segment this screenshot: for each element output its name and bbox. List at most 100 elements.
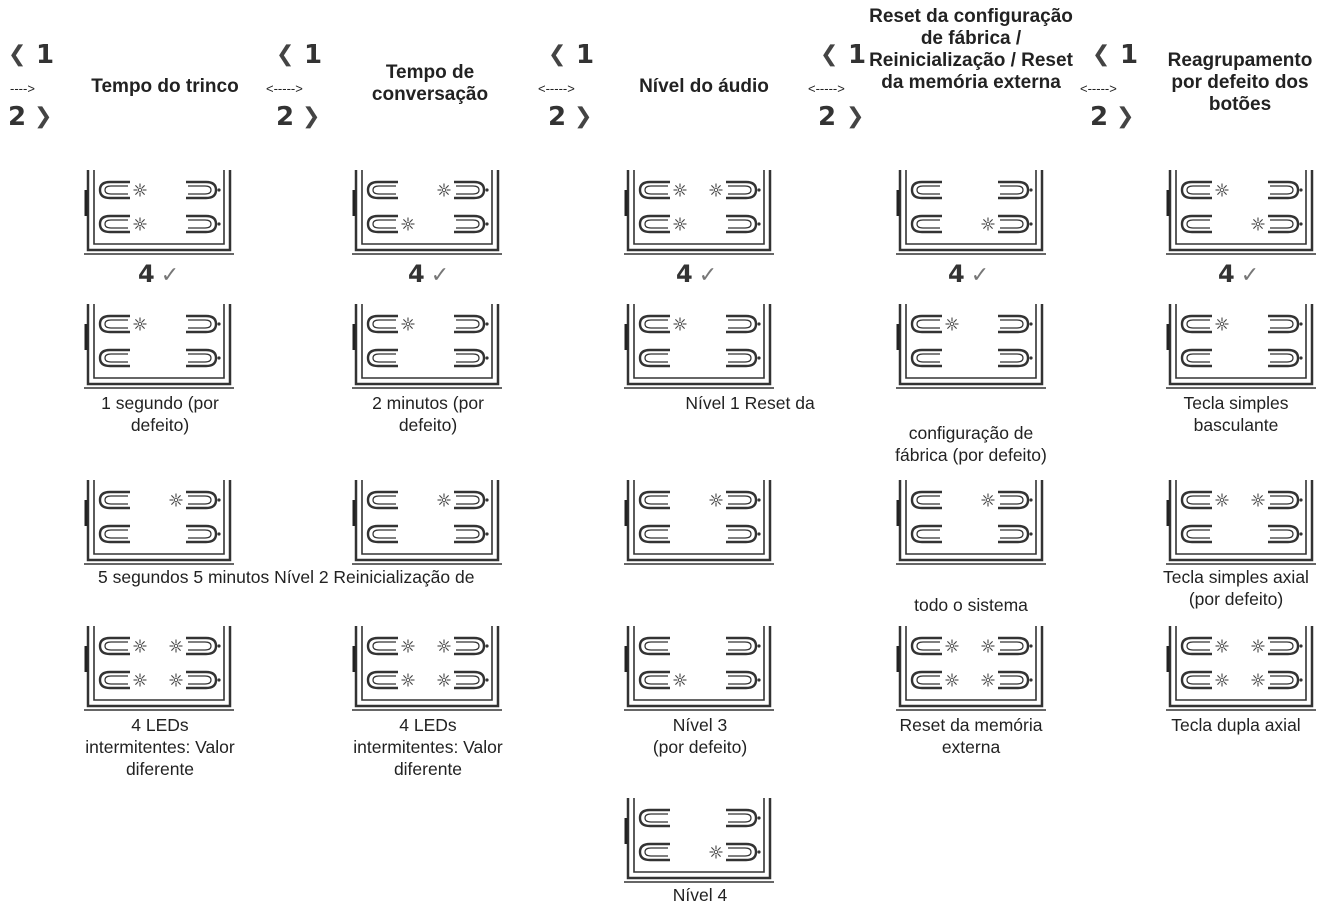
column-header-tempo-trinco: Tempo do trinco [91,76,239,97]
keypad-panel [352,170,502,255]
option-label: 4 LEDs [131,715,189,735]
chevron-left-icon: ❮ [1092,42,1111,67]
key-button-icon [998,348,1030,368]
led-indicator-icon [1251,639,1265,653]
panel-frame [86,480,232,562]
panel-frame [86,170,232,252]
panel-frame [898,170,1044,252]
key-button-icon [726,636,758,656]
key-button-icon [186,314,218,334]
keypad-panel [624,798,774,883]
keypad-panel [896,170,1046,255]
key-button-icon [186,180,218,200]
led-indicator-icon [437,493,451,507]
led-indicator-icon [133,183,147,197]
led-indicator-icon [401,673,415,687]
led-indicator-icon [437,183,451,197]
led-indicator-icon [945,673,959,687]
led-indicator-icon [1215,639,1229,653]
led-indicator-icon [437,639,451,653]
key-button-icon [1180,314,1212,334]
column-header-reagrupamento: Reagrupamento por defeito dos botões [1167,50,1313,115]
keypad-panel [1166,304,1316,389]
panel-frame [626,304,772,386]
step-number: 4 [676,260,693,288]
keypad-panel [624,170,774,255]
key-button-icon [186,490,218,510]
key-button-icon [1268,670,1300,690]
key-button-icon [454,348,486,368]
column-header-nivel-audio: Nível do áudio [639,76,769,97]
step-indicator: 4✓ [948,262,989,288]
led-indicator-icon [133,217,147,231]
led-indicator-icon [169,493,183,507]
panel-frame [86,304,232,386]
option-label: Nível 3 [672,715,728,735]
led-indicator-icon [673,183,687,197]
option-label: fábrica (por defeito) [895,445,1047,465]
led-indicator-icon [1215,493,1229,507]
key-button-icon [638,670,670,690]
key-button-icon [454,524,486,544]
option-label: Reset da memória [899,715,1043,735]
option-label: Nível 4 [672,885,728,905]
key-button-icon [726,524,758,544]
key-button-icon [726,348,758,368]
option-label: Nível 1 Reset da [685,393,815,413]
key-button-icon [726,670,758,690]
nav-back-num: 1 [848,40,867,70]
key-button-icon [98,670,130,690]
key-button-icon [1180,636,1212,656]
led-indicator-icon [1215,317,1229,331]
column-header-reset: Reset da configuração de fábrica / Reini… [869,6,1073,93]
chevron-right-icon: ❯ [1116,104,1135,129]
option-label: diferente [125,759,195,779]
option-label: 4 LEDs [399,715,457,735]
key-button-icon [910,670,942,690]
key-button-icon [998,524,1030,544]
key-button-icon [998,314,1030,334]
panel-frame [1168,170,1314,252]
key-button-icon [98,490,130,510]
option-label: Tecla simples [1183,393,1289,413]
led-indicator-icon [673,217,687,231]
keypad-panel [896,480,1046,565]
key-button-icon [638,348,670,368]
key-button-icon [98,314,130,334]
key-button-icon [366,670,398,690]
led-indicator-icon [673,673,687,687]
chevron-right-icon: ❯ [302,104,321,129]
led-indicator-icon [981,673,995,687]
nav-forward-num: 2 [1090,102,1109,132]
checkmark-icon: ✓ [160,263,180,288]
step-number: 4 [948,260,965,288]
chevron-left-icon: ❮ [820,42,839,67]
chevron-right-icon: ❯ [574,104,593,129]
step-indicator: 4✓ [408,262,449,288]
keypad-panel [896,626,1046,711]
panel-frame [626,170,772,252]
key-button-icon [726,490,758,510]
key-button-icon [910,314,942,334]
step-number: 4 [138,260,155,288]
option-label: intermitentes: Valor [353,737,503,757]
chevron-right-icon: ❯ [34,104,53,129]
key-button-icon [1180,180,1212,200]
panel-frame [898,480,1044,562]
led-indicator-icon [673,317,687,331]
key-button-icon [98,636,130,656]
checkmark-icon: ✓ [1240,263,1260,288]
panel-frame [354,304,500,386]
checkmark-icon: ✓ [430,263,450,288]
key-button-icon [1180,524,1212,544]
keypad-panel [1166,480,1316,565]
panel-frame [1168,304,1314,386]
led-indicator-icon [981,639,995,653]
keypad-panel [624,626,774,711]
keypad-panel [1166,170,1316,255]
key-button-icon [1268,490,1300,510]
keypad-panel [352,480,502,565]
panel-frame [354,480,500,562]
key-button-icon [910,180,942,200]
nav-forward-num: 2 [276,102,295,132]
